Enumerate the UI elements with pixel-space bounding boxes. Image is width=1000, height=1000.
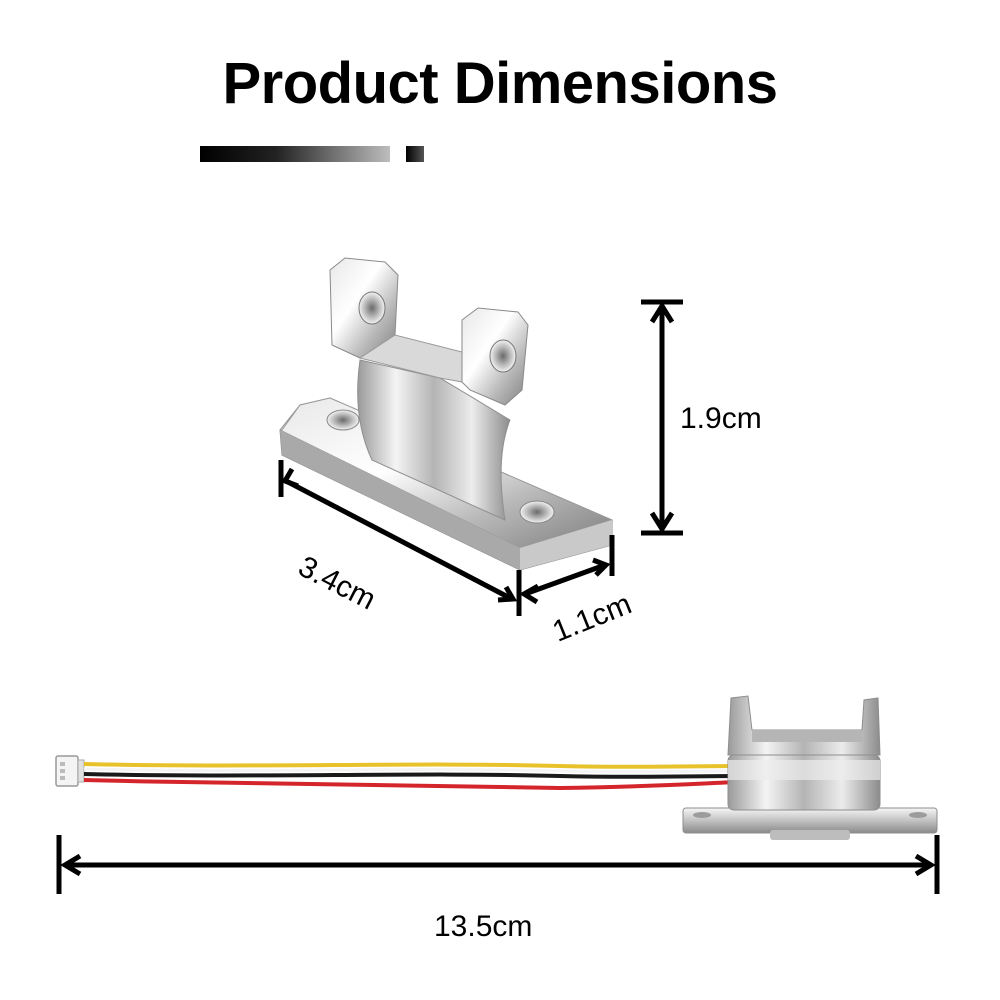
bracket-top-view [279, 257, 614, 571]
dimension-width-arrow [519, 535, 615, 605]
tab-hole-left [358, 291, 386, 325]
page-title: Product Dimensions [222, 51, 778, 116]
title-underline-gradient [200, 146, 390, 162]
wire-black [83, 772, 739, 779]
mount-hole-right [519, 500, 555, 524]
bracket-tab-left [329, 257, 399, 359]
title-underline-accent [406, 146, 424, 162]
tab-hole-right [489, 339, 517, 373]
dimension-length-arrow [278, 460, 522, 616]
wire-yellow [83, 762, 739, 769]
wire-red [83, 778, 739, 791]
wire-white [83, 767, 739, 774]
dimension-cable-length-arrow [56, 835, 940, 894]
bracket-side-view [682, 695, 938, 840]
height-label: 1.9cm [680, 402, 762, 435]
mount-hole-left [326, 409, 360, 431]
jst-connector [55, 755, 85, 787]
bracket-tab-right [461, 307, 529, 406]
cable-assembly [55, 695, 938, 840]
bracket-curved-body [357, 359, 511, 521]
cable-length-label: 13.5cm [434, 910, 533, 943]
dimension-height-arrow [641, 299, 683, 536]
